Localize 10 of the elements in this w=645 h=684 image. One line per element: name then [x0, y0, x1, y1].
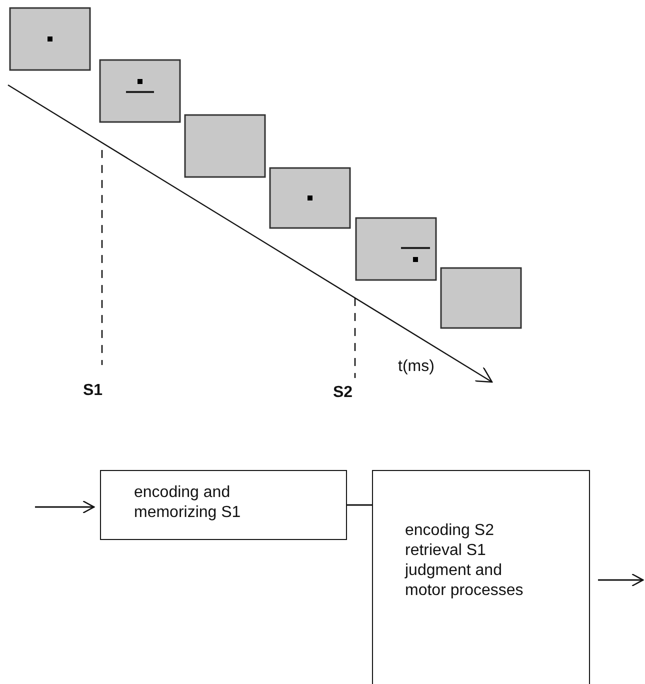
stimulus-label: S1 [83, 382, 103, 400]
process-box [100, 470, 347, 540]
axis-label: t(ms) [398, 358, 434, 376]
stimulus-label: S2 [333, 384, 353, 402]
process-text: encoding and memorizing S1 [134, 483, 242, 523]
arrow [598, 573, 644, 587]
process-text: encoding S2 retrieval S1 judgment and motor processes [405, 521, 524, 601]
process-box [372, 470, 590, 684]
connector-line [347, 504, 372, 506]
arrow [35, 500, 95, 514]
